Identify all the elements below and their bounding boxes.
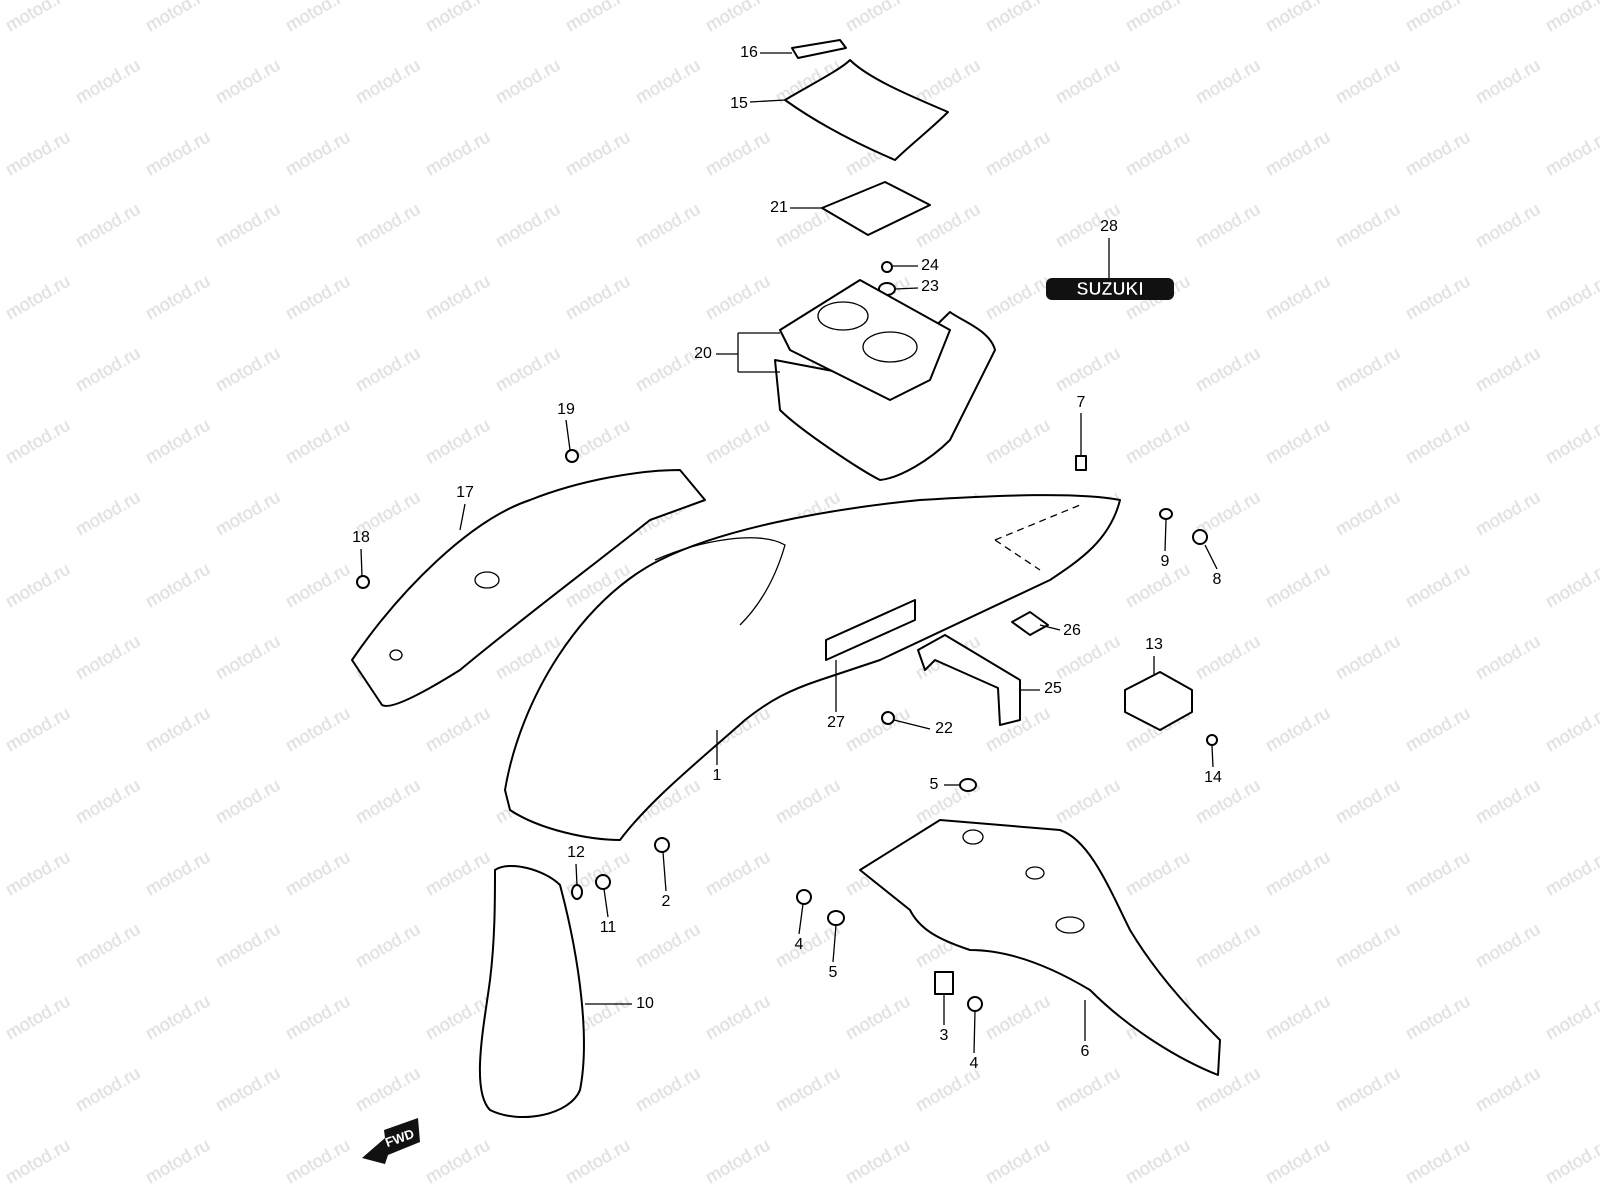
leader-line [459,503,466,531]
callout-7: 7 [1077,394,1086,411]
leader-line [1204,544,1218,570]
callout-23: 23 [921,278,939,295]
callout-18: 18 [352,529,370,546]
leader-line [894,287,919,290]
callout-12: 12 [567,844,585,861]
leader-line [893,719,931,730]
callout-10: 10 [636,995,654,1012]
callout-14: 14 [1204,769,1222,786]
callout-27: 27 [827,714,845,731]
reflector-plate [825,599,916,661]
leader-line [1211,745,1214,768]
callout-25: 25 [1044,680,1062,697]
cover-hole [474,571,500,589]
box-cup-right [862,331,918,363]
callout-11: 11 [600,919,617,936]
part-nut [881,261,893,273]
part-rear-bracket [859,819,1221,1076]
leader-line [662,851,667,892]
leader-line [575,863,578,886]
box-cup-left [817,301,869,331]
callout-6: 6 [1081,1043,1090,1060]
callout-9: 9 [1161,553,1170,570]
leader-line [973,1010,976,1054]
part-small-pad [1011,611,1049,636]
leader-line [1164,519,1167,552]
fasteners [356,449,1218,1012]
callout-26: 26 [1063,622,1081,639]
leader-line [749,99,786,103]
callout-13: 13 [1145,636,1163,653]
callout-3: 3 [940,1027,949,1044]
fender-hidden-line [994,504,1081,571]
leader-line [603,888,609,918]
part-grab-handle [917,634,1021,726]
leader-line [832,924,837,963]
callout-17: 17 [456,484,474,501]
callout-16: 16 [740,44,758,61]
callout-4: 4 [970,1055,979,1072]
callout-21: 21 [770,199,788,216]
part-mud-flap [478,865,585,1118]
suzuki-emblem: SUZUKI [1046,278,1174,300]
cover-hole [389,649,403,661]
callout-8: 8 [1213,571,1222,588]
emblem-text: SUZUKI [1077,279,1144,299]
callout-4: 4 [795,936,804,953]
leader-line [716,332,780,373]
callout-5: 5 [930,776,939,793]
leader-line [360,548,363,577]
callout-5: 5 [829,964,838,981]
callout-2: 2 [662,893,671,910]
leader-line [1039,624,1061,631]
callout-15: 15 [730,95,748,112]
bracket-hole [1025,866,1045,880]
callout-28: 28 [1100,218,1118,235]
part-rear-fender [504,494,1121,841]
part-box-lid [779,279,951,401]
part-pad [821,181,931,236]
bracket-hole [962,829,984,845]
part-strap [791,39,847,59]
callout-24: 24 [921,257,939,274]
bracket-hole [1055,916,1085,934]
part-tool-bag [784,59,949,161]
callout-19: 19 [557,401,575,418]
leader-line [565,419,571,451]
callout-22: 22 [935,720,953,737]
fender-inner-arc [654,537,786,626]
fwd-arrow-icon: FWD [362,1118,420,1164]
callout-20: 20 [694,345,712,362]
leader-line [798,903,804,935]
part-relay [1124,671,1193,731]
callout-1: 1 [713,767,722,784]
part-side-cover [351,469,706,707]
